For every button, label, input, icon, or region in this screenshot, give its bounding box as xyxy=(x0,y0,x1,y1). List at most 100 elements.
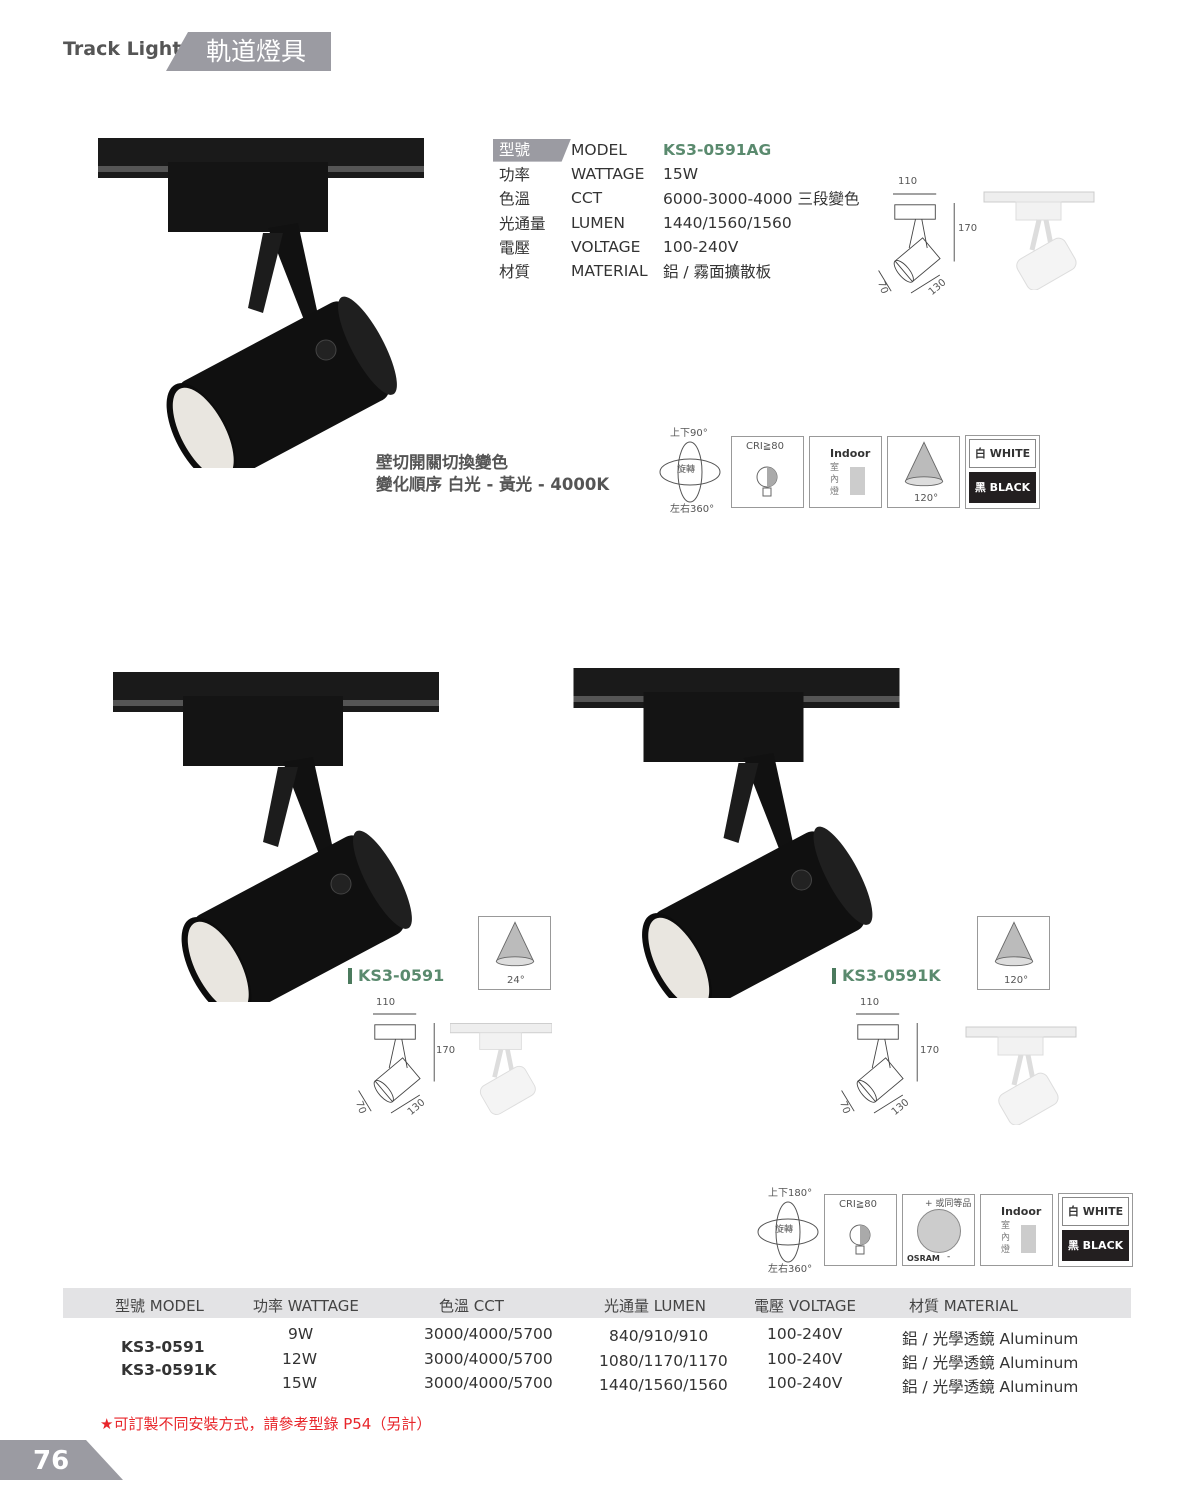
spec-row-material: 材質 MATERIAL 鋁 / 霧面擴散板 xyxy=(493,259,859,283)
switch-icon xyxy=(1021,1225,1036,1253)
dim-width: 110 xyxy=(860,997,880,1008)
cell-lumen: 1080/1170/1170 xyxy=(599,1352,728,1370)
header-voltage: 電壓 VOLTAGE xyxy=(754,1297,856,1315)
dim-width: 110 xyxy=(376,997,396,1008)
spec-label-en: LUMEN xyxy=(571,213,625,232)
spec-label-zh: 電壓 xyxy=(499,238,531,257)
beam-angle-label: 120° xyxy=(914,493,939,504)
color-black: 黑 BLACK xyxy=(969,472,1036,503)
cell-cct: 3000/4000/5700 xyxy=(424,1325,553,1343)
pan-label: 左右360° xyxy=(768,1264,813,1275)
led-chip-icon xyxy=(917,1209,961,1253)
indoor-zh-label: 室內燈 xyxy=(830,463,840,497)
color-black: 黑 BLACK xyxy=(1062,1230,1129,1261)
dim-height: 170 xyxy=(436,1045,456,1056)
cell-cct: 3000/4000/5700 xyxy=(424,1374,553,1392)
rotate-label: 旋轉 xyxy=(677,465,696,475)
cell-wattage: 12W xyxy=(282,1350,318,1368)
cri-icon: CRI≧80 xyxy=(731,436,804,508)
spec-label-en: MATERIAL xyxy=(571,262,648,281)
cell-cct: 3000/4000/5700 xyxy=(424,1350,553,1368)
tilt-label: 上下180° xyxy=(768,1188,813,1199)
product-image-ks3-0591 xyxy=(98,672,468,1002)
minus-label: - xyxy=(947,1252,951,1262)
color-white: 白 WHITE xyxy=(1062,1197,1129,1226)
spec-label-en: WATTAGE xyxy=(571,165,645,184)
spec-value: 15W xyxy=(663,165,699,184)
dimension-drawing xyxy=(838,1005,928,1122)
osram-led-icon: + 或同等品 OSRAM - xyxy=(902,1194,975,1266)
table-model: KS3-0591 xyxy=(121,1338,205,1356)
spec-value: KS3-0591AG xyxy=(663,141,772,160)
bulb-icon xyxy=(756,466,778,497)
indoor-icon: Indoor 室內燈 xyxy=(980,1194,1053,1266)
color-options: 白 WHITE 黑 BLACK xyxy=(1058,1193,1133,1267)
header-model: 型號 MODEL xyxy=(115,1297,204,1315)
spec-label-en: VOLTAGE xyxy=(571,237,641,256)
spec-label-zh: 色溫 xyxy=(499,190,531,209)
cell-lumen: 840/910/910 xyxy=(609,1327,709,1345)
white-variant-image xyxy=(983,190,1095,290)
model-label-ks3-0591k: KS3-0591K xyxy=(832,968,941,984)
model-label-ks3-0591: KS3-0591 xyxy=(348,968,444,984)
cell-voltage: 100-240V xyxy=(767,1350,843,1368)
cell-material: 鋁 / 光學透鏡 Aluminum xyxy=(902,1354,1079,1372)
header-wattage: 功率 WATTAGE xyxy=(253,1297,359,1315)
product-image-ks3-0591k xyxy=(571,668,916,998)
indoor-label: Indoor xyxy=(1001,1205,1042,1218)
header-cct: 色溫 CCT xyxy=(439,1297,504,1315)
spec-value: 100-240V xyxy=(663,237,739,256)
color-white: 白 WHITE xyxy=(969,439,1036,468)
switch-icon xyxy=(850,467,865,495)
category-title-zh: 軌道燈具 xyxy=(166,32,331,71)
spec-label-en: MODEL xyxy=(571,141,627,160)
footnote: ★可訂製不同安裝方式，請參考型錄 P54（另計） xyxy=(100,1415,432,1433)
spec-label-zh: 型號 xyxy=(493,138,571,162)
beam-angle-label: 120° xyxy=(1004,975,1029,986)
dim-height: 170 xyxy=(958,223,978,234)
header-lumen: 光通量 LUMEN xyxy=(604,1297,706,1315)
note-line-2: 變化順序 白光 - 黃光 - 4000K xyxy=(376,475,610,494)
spec-label-zh: 材質 xyxy=(499,263,531,282)
osram-label: OSRAM xyxy=(907,1254,940,1263)
cell-wattage: 9W xyxy=(288,1325,314,1343)
cell-material: 鋁 / 光學透鏡 Aluminum xyxy=(902,1330,1079,1348)
cell-material: 鋁 / 光學透鏡 Aluminum xyxy=(902,1378,1079,1396)
note-line-1: 壁切開關切換變色 xyxy=(376,453,508,472)
dimension-drawing xyxy=(875,185,965,302)
category-title-en: Track Light xyxy=(63,38,182,60)
beam-angle-icon: 120° xyxy=(977,916,1050,990)
page-number: 76 xyxy=(0,1440,123,1480)
spec-table-header: 型號 MODEL 功率 WATTAGE 色溫 CCT 光通量 LUMEN 電壓 … xyxy=(63,1288,1131,1318)
bulb-icon xyxy=(849,1224,871,1255)
cri-label: CRI≧80 xyxy=(839,1199,877,1210)
rotate-label: 旋轉 xyxy=(775,1225,794,1235)
spec-label-zh: 光通量 xyxy=(499,214,546,233)
tilt-label: 上下90° xyxy=(670,428,708,439)
spec-label-en: CCT xyxy=(571,189,603,208)
header-material: 材質 MATERIAL xyxy=(909,1297,1018,1315)
cell-voltage: 100-240V xyxy=(767,1374,843,1392)
spec-value: 6000-3000-4000 三段變色 xyxy=(663,190,860,209)
indoor-label: Indoor xyxy=(830,447,871,460)
dimension-drawing xyxy=(355,1005,445,1122)
white-variant-image xyxy=(450,1018,552,1118)
dim-height: 170 xyxy=(920,1045,940,1056)
rotation-icon: 上下90° 旋轉 左右360° xyxy=(650,424,730,515)
indoor-zh-label: 室內燈 xyxy=(1001,1221,1011,1255)
product-image-ks3-0591ag xyxy=(98,138,438,468)
spec-label-zh: 功率 xyxy=(499,166,531,185)
dim-width: 110 xyxy=(898,176,918,187)
cell-lumen: 1440/1560/1560 xyxy=(599,1376,728,1394)
osram-note: + 或同等品 xyxy=(925,1199,972,1209)
beam-angle-icon: 24° xyxy=(478,916,551,990)
color-options: 白 WHITE 黑 BLACK xyxy=(965,435,1040,509)
rotation-icon: 上下180° 旋轉 左右360° xyxy=(748,1184,828,1275)
beam-angle-label: 24° xyxy=(507,975,525,986)
spec-value: 鋁 / 霧面擴散板 xyxy=(663,263,772,282)
indoor-icon: Indoor 室內燈 xyxy=(809,436,882,508)
spec-row-voltage: 電壓 VOLTAGE 100-240V xyxy=(493,235,859,259)
cell-wattage: 15W xyxy=(282,1374,318,1392)
